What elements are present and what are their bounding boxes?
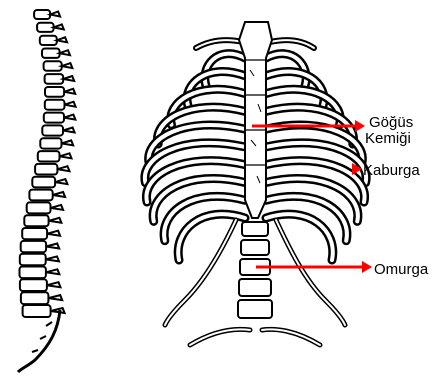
spinous-process [64, 115, 75, 120]
spine-side-view [18, 10, 76, 372]
vertebra-side [21, 241, 46, 252]
vertebra-side [22, 228, 47, 239]
spinous-process [55, 179, 67, 184]
sternum-label-line1: Göğüs [369, 115, 413, 130]
spinous-process [57, 37, 67, 42]
spinous-process [60, 153, 72, 158]
spinous-process [62, 63, 73, 68]
spinous-process [51, 205, 64, 210]
vertebra-side [24, 215, 48, 226]
spinous-process [60, 50, 71, 55]
vertebra-side [38, 151, 60, 161]
spinous-process [49, 218, 62, 223]
vertebra-side [45, 100, 65, 110]
spinous-process [47, 282, 61, 287]
vertebra-side [35, 164, 57, 175]
sternum [239, 22, 272, 218]
spinous-process [48, 295, 62, 300]
spinous-process [51, 308, 65, 313]
vertebra-side [20, 279, 47, 291]
vertebra-label: Omurga [374, 262, 428, 277]
spinous-process [46, 256, 59, 261]
vertebra-side [23, 305, 51, 317]
vertebra-side [45, 87, 64, 97]
spinous-process [63, 76, 74, 81]
vertebra-side [29, 190, 52, 201]
vertebra-side [20, 267, 46, 279]
spinous-process [46, 244, 59, 249]
spinous-process [62, 140, 74, 145]
rib-label: Kaburga [363, 163, 420, 178]
spinous-process [50, 12, 60, 17]
spinous-process [46, 269, 60, 274]
vertebra-pointer [256, 261, 372, 273]
spinous-process [47, 231, 60, 236]
vertebra-side [32, 177, 55, 188]
coccyx [18, 310, 60, 372]
vertebral-column [238, 222, 272, 318]
spinous-process [57, 166, 69, 171]
vertebra-side [42, 125, 63, 135]
vertebra-side [27, 202, 51, 213]
vertebra-side [44, 113, 64, 123]
spinous-process [64, 89, 75, 94]
spinous-process [54, 24, 64, 29]
spinous-process [63, 128, 75, 133]
spinous-process [53, 192, 65, 197]
vertebra-side [21, 292, 49, 304]
vertebra-side [40, 138, 61, 148]
vertebra-side [20, 254, 46, 266]
spinous-process [64, 102, 75, 107]
sternum-label-line2: Kemiği [365, 131, 411, 146]
